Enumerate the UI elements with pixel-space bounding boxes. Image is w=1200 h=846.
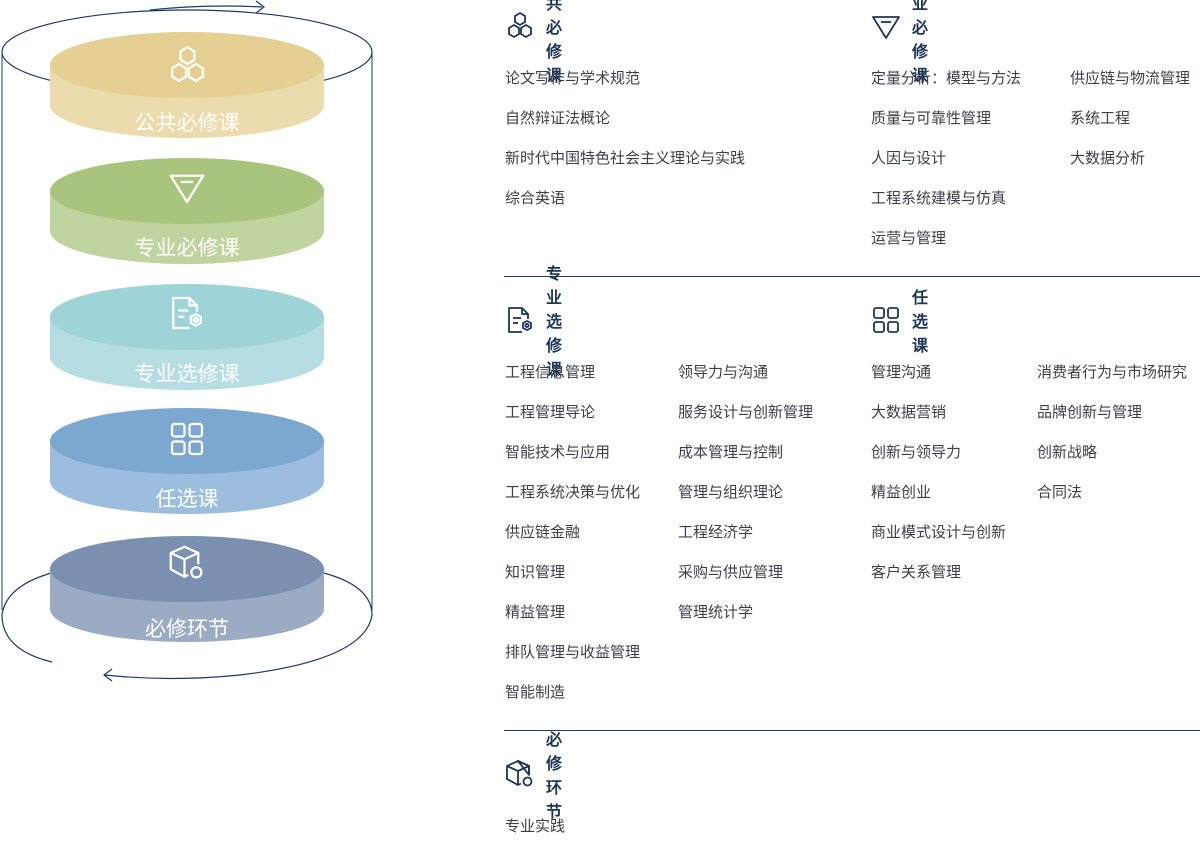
course-item: 消费者行为与市场研究 xyxy=(1037,363,1188,381)
cylinder-layer: 公共必修课 xyxy=(50,32,324,138)
course-item: 综合英语 xyxy=(505,189,566,207)
cylinder-bottom-rim xyxy=(1,571,56,663)
course-item: 大数据营销 xyxy=(871,403,947,421)
course-item: 服务设计与创新管理 xyxy=(678,403,814,421)
section-title: 必修环节 xyxy=(546,730,563,821)
course-item: 论文写作与学术规范 xyxy=(505,69,641,87)
layer-label: 任选课 xyxy=(156,487,219,511)
course-item: 创新与领导力 xyxy=(871,443,962,461)
course-item: 智能技术与应用 xyxy=(505,443,611,461)
diamond-icon xyxy=(870,10,902,42)
cylinder-layer: 必修环节 xyxy=(50,536,324,642)
layer-label: 专业必修课 xyxy=(135,236,240,260)
course-item: 供应链金融 xyxy=(505,523,581,541)
section-header: 公共必修课 xyxy=(504,0,562,85)
hexagons-icon xyxy=(170,45,204,83)
course-item: 智能制造 xyxy=(505,683,566,701)
course-item: 采购与供应管理 xyxy=(678,563,784,581)
section-divider xyxy=(504,730,1200,731)
section-header: 必修环节 xyxy=(504,730,562,821)
course-item: 专业实践 xyxy=(505,817,566,835)
course-item: 精益创业 xyxy=(871,483,932,501)
section-title: 公共必修课 xyxy=(546,0,563,85)
layer-label: 专业选修课 xyxy=(135,362,240,386)
course-item: 精益管理 xyxy=(505,603,566,621)
section-divider xyxy=(504,276,1200,277)
course-column-1: 专业实践 xyxy=(505,806,565,846)
section-title: 专业选修课 xyxy=(546,264,563,379)
course-item: 品牌创新与管理 xyxy=(1037,403,1143,421)
grid-icon xyxy=(870,304,902,336)
document-gear-icon xyxy=(504,304,536,336)
top-arrow-icon xyxy=(149,5,263,11)
cube-icon xyxy=(169,545,203,579)
course-item: 供应链与物流管理 xyxy=(1070,69,1191,87)
section-header: 任选课 xyxy=(870,288,928,355)
course-column-2: 领导力与沟通 服务设计与创新管理 成本管理与控制 管理与组织理论 工程经济学 采… xyxy=(678,352,813,632)
course-column-1: 工程信息管理 工程管理导论 智能技术与应用 工程系统决策与优化 供应链金融 知识… xyxy=(505,352,640,712)
course-item: 排队管理与收益管理 xyxy=(505,643,641,661)
course-item: 商业模式设计与创新 xyxy=(871,523,1007,541)
course-item: 工程经济学 xyxy=(678,523,754,541)
course-item: 领导力与沟通 xyxy=(678,363,769,381)
bottom-arrow-icon xyxy=(103,668,113,682)
section-title: 任选课 xyxy=(912,288,929,355)
course-item: 管理沟通 xyxy=(871,363,932,381)
course-item: 新时代中国特色社会主义理论与实践 xyxy=(505,149,746,167)
course-item: 工程系统建模与仿真 xyxy=(871,189,1007,207)
course-item: 管理统计学 xyxy=(678,603,754,621)
layer-label: 公共必修课 xyxy=(135,111,240,135)
course-item: 管理与组织理论 xyxy=(678,483,784,501)
course-column-1: 定量分析：模型与方法 质量与可靠性管理 人因与设计 工程系统建模与仿真 运营与管… xyxy=(871,58,1021,258)
course-item: 合同法 xyxy=(1037,483,1083,501)
layer-top xyxy=(50,284,324,350)
cylinder-layer: 任选课 xyxy=(50,408,324,514)
course-column-2: 供应链与物流管理 系统工程 大数据分析 xyxy=(1070,58,1190,178)
course-item: 人因与设计 xyxy=(871,149,947,167)
cylinder-layer: 专业必修课 xyxy=(50,158,324,264)
course-item: 大数据分析 xyxy=(1070,149,1146,167)
diamond-icon xyxy=(169,174,205,204)
course-item: 客户关系管理 xyxy=(871,563,962,581)
course-item: 定量分析：模型与方法 xyxy=(871,69,1022,87)
layer-top xyxy=(50,408,324,474)
course-cylinder-diagram: 公共必修课 专业必修课 专业选修课 任选课 xyxy=(1,0,373,682)
layer-label: 必修环节 xyxy=(145,617,229,641)
section-title: 专业必修课 xyxy=(912,0,929,85)
course-column-1: 管理沟通 大数据营销 创新与领导力 精益创业 商业模式设计与创新 客户关系管理 xyxy=(871,352,1006,592)
course-item: 运营与管理 xyxy=(871,229,947,247)
section-header: 专业选修课 xyxy=(504,264,562,379)
course-item: 自然辩证法概论 xyxy=(505,109,611,127)
document-gear-icon xyxy=(172,296,202,330)
course-item: 工程系统决策与优化 xyxy=(505,483,641,501)
layer-top xyxy=(50,158,324,224)
course-item: 系统工程 xyxy=(1070,109,1131,127)
course-item: 成本管理与控制 xyxy=(678,443,784,461)
course-column-1: 论文写作与学术规范 自然辩证法概论 新时代中国特色社会主义理论与实践 综合英语 xyxy=(505,58,745,218)
course-item: 知识管理 xyxy=(505,563,566,581)
course-item: 创新战略 xyxy=(1037,443,1098,461)
course-item: 工程管理导论 xyxy=(505,403,596,421)
course-item: 质量与可靠性管理 xyxy=(871,109,992,127)
cube-icon xyxy=(504,758,536,790)
hexagons-icon xyxy=(504,10,536,42)
grid-icon xyxy=(170,422,204,456)
course-item: 工程信息管理 xyxy=(505,363,596,381)
cylinder-layer: 专业选修课 xyxy=(50,284,324,390)
section-header: 专业必修课 xyxy=(870,0,928,85)
course-column-2: 消费者行为与市场研究 品牌创新与管理 创新战略 合同法 xyxy=(1037,352,1187,512)
layer-top xyxy=(50,536,324,602)
